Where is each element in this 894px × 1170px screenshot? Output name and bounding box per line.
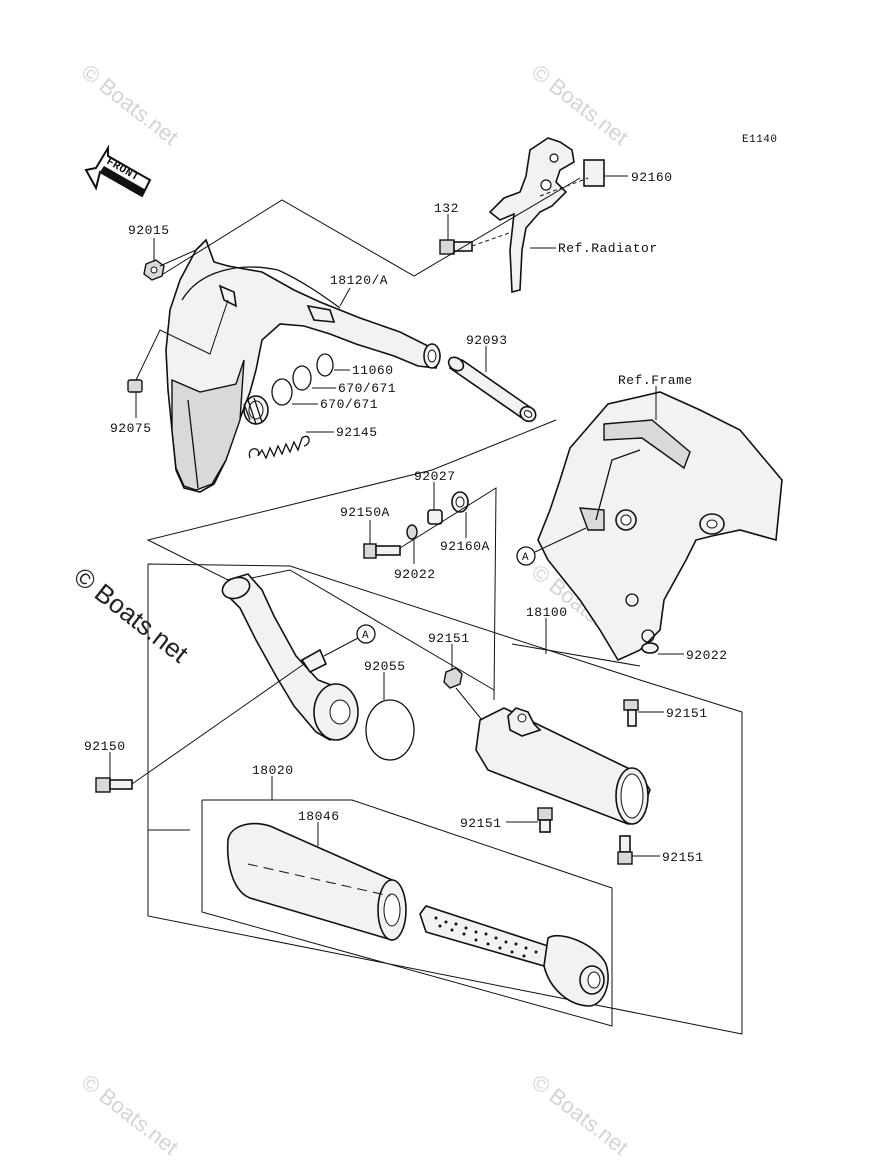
silencer-18100 xyxy=(475,707,651,825)
label-92093: 92093 xyxy=(466,333,508,348)
bolt-92151-bottom xyxy=(537,807,553,833)
diagram-code: E1140 xyxy=(742,134,778,146)
label-92145: 92145 xyxy=(336,425,378,440)
front-arrow-icon: FRONT xyxy=(84,144,152,198)
label-92151-a: 92151 xyxy=(428,631,470,646)
baffle-18046 xyxy=(419,905,549,968)
label-92022-b: 92022 xyxy=(686,648,728,663)
watermark-main: © Boats.net xyxy=(68,561,194,669)
bolt-92150 xyxy=(95,663,305,793)
label-670-671-a: 670/671 xyxy=(338,381,396,396)
callout-a-right: A xyxy=(516,527,587,566)
frame xyxy=(537,391,783,662)
label-92150: 92150 xyxy=(84,739,126,754)
label-92022-a: 92022 xyxy=(394,567,436,582)
label-92055: 92055 xyxy=(364,659,406,674)
label-92160: 92160 xyxy=(631,170,673,185)
silencer-18020 xyxy=(226,822,407,941)
watermark-top-right: © Boats.net xyxy=(527,59,633,150)
bolt-92151-top xyxy=(443,667,483,721)
watermark-bottom-left: © Boats.net xyxy=(77,1069,183,1160)
grommet-92160A xyxy=(451,491,469,513)
label-18100: 18100 xyxy=(526,605,568,620)
svg-text:A: A xyxy=(522,552,529,564)
bolt-92150A xyxy=(363,543,401,559)
washer-92022-a xyxy=(406,524,418,540)
collar-92027 xyxy=(427,509,443,525)
svg-text:A: A xyxy=(362,630,369,642)
ring-670-671-b xyxy=(271,378,293,406)
leader-lines xyxy=(109,175,684,857)
label-ref-radiator: Ref.Radiator xyxy=(558,241,658,256)
nut-92015 xyxy=(143,249,197,281)
bolt-132 xyxy=(439,231,513,255)
washer-92022-b xyxy=(641,642,659,654)
spring-92145 xyxy=(248,435,310,460)
ring-670-671-a xyxy=(292,365,312,391)
ring-11060 xyxy=(316,353,334,377)
label-92075: 92075 xyxy=(110,421,152,436)
watermark-top-left: © Boats.net xyxy=(77,59,183,150)
sleeve xyxy=(243,395,269,425)
label-ref-frame: Ref.Frame xyxy=(618,373,693,388)
label-92015: 92015 xyxy=(128,223,170,238)
label-92150A: 92150A xyxy=(340,505,390,520)
label-670-671-b: 670/671 xyxy=(320,397,378,412)
callout-a-left: A xyxy=(323,624,376,657)
end-cap xyxy=(543,934,609,1007)
radiator-bracket xyxy=(488,137,605,294)
gasket-92055 xyxy=(365,699,415,761)
label-18046: 18046 xyxy=(298,809,340,824)
nut-92075 xyxy=(127,299,229,393)
bolt-92151-lower-right xyxy=(617,835,633,865)
label-18120A: 18120/A xyxy=(330,273,388,288)
label-92151-c: 92151 xyxy=(460,816,502,831)
label-11060: 11060 xyxy=(352,363,394,378)
part-labels: 92160 132 Ref.Radiator 92015 18120/A 920… xyxy=(84,170,728,865)
label-132: 132 xyxy=(434,201,459,216)
bolt-92151-right xyxy=(623,699,639,727)
label-18020: 18020 xyxy=(252,763,294,778)
watermark-bottom-right: © Boats.net xyxy=(527,1069,633,1160)
expansion-chamber-18120A xyxy=(165,238,441,493)
label-92027: 92027 xyxy=(414,469,456,484)
label-92160A: 92160A xyxy=(440,539,490,554)
exhaust-pipe-assembly xyxy=(221,573,359,742)
label-92151-b: 92151 xyxy=(666,706,708,721)
tube-92093 xyxy=(447,356,537,423)
label-92151-d: 92151 xyxy=(662,850,704,865)
